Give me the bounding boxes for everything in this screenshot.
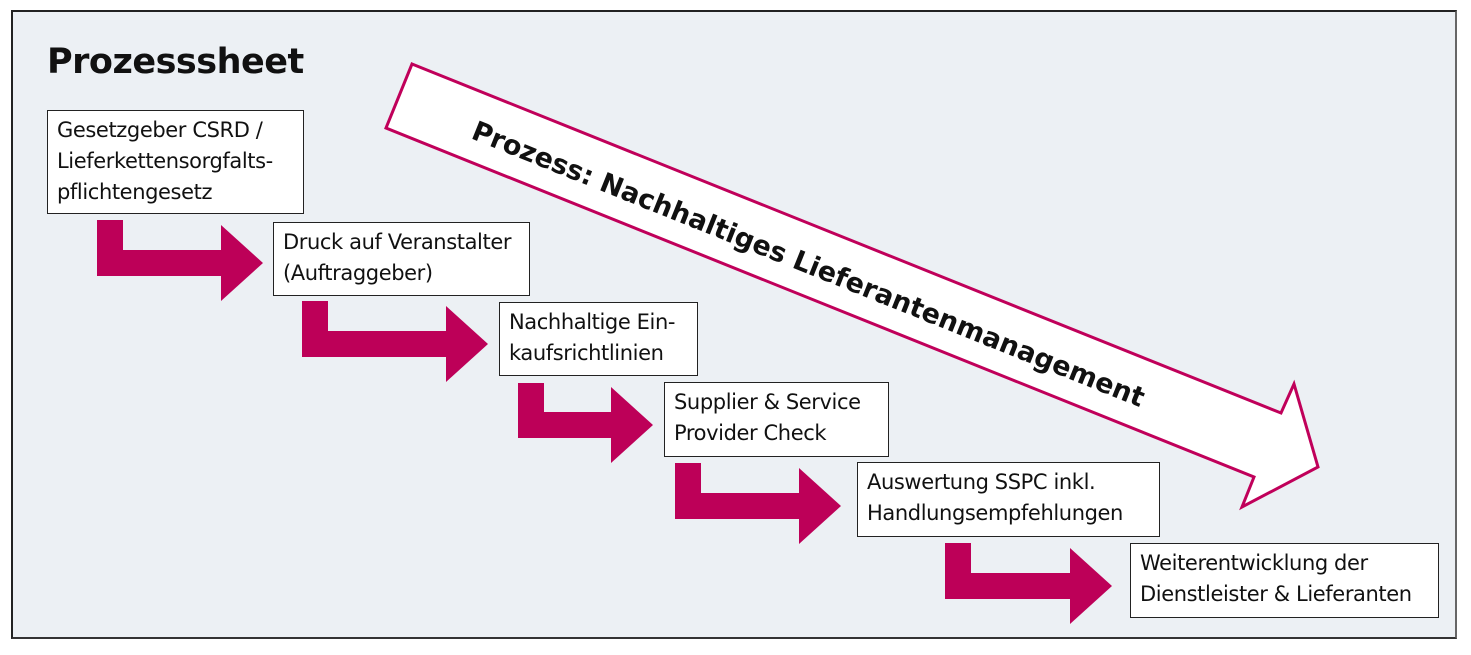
step-connector-arrow-2	[302, 301, 488, 382]
process-arrow	[384, 62, 1320, 511]
step-box-6: Weiterentwicklung der Dienstleister & Li…	[1130, 543, 1439, 618]
step-connector-arrow-3	[518, 383, 653, 463]
step-box-1: Gesetzgeber CSRD / Lieferkettensorgfalts…	[47, 110, 304, 214]
step-box-4: Supplier & Service Provider Check	[664, 382, 889, 457]
step-box-5: Auswertung SSPC inkl. Handlungsempfehlun…	[857, 462, 1160, 537]
step-connector-arrow-1	[97, 220, 263, 301]
step-box-3: Nachhaltige Ein- kaufsrichtlinien	[499, 302, 698, 376]
step-box-2: Druck auf Veranstalter (Auftraggeber)	[273, 222, 530, 296]
diagram-title: Prozesssheet	[47, 42, 304, 82]
step-connector-arrow-4	[675, 463, 841, 544]
step-connector-arrow-5	[945, 543, 1112, 624]
